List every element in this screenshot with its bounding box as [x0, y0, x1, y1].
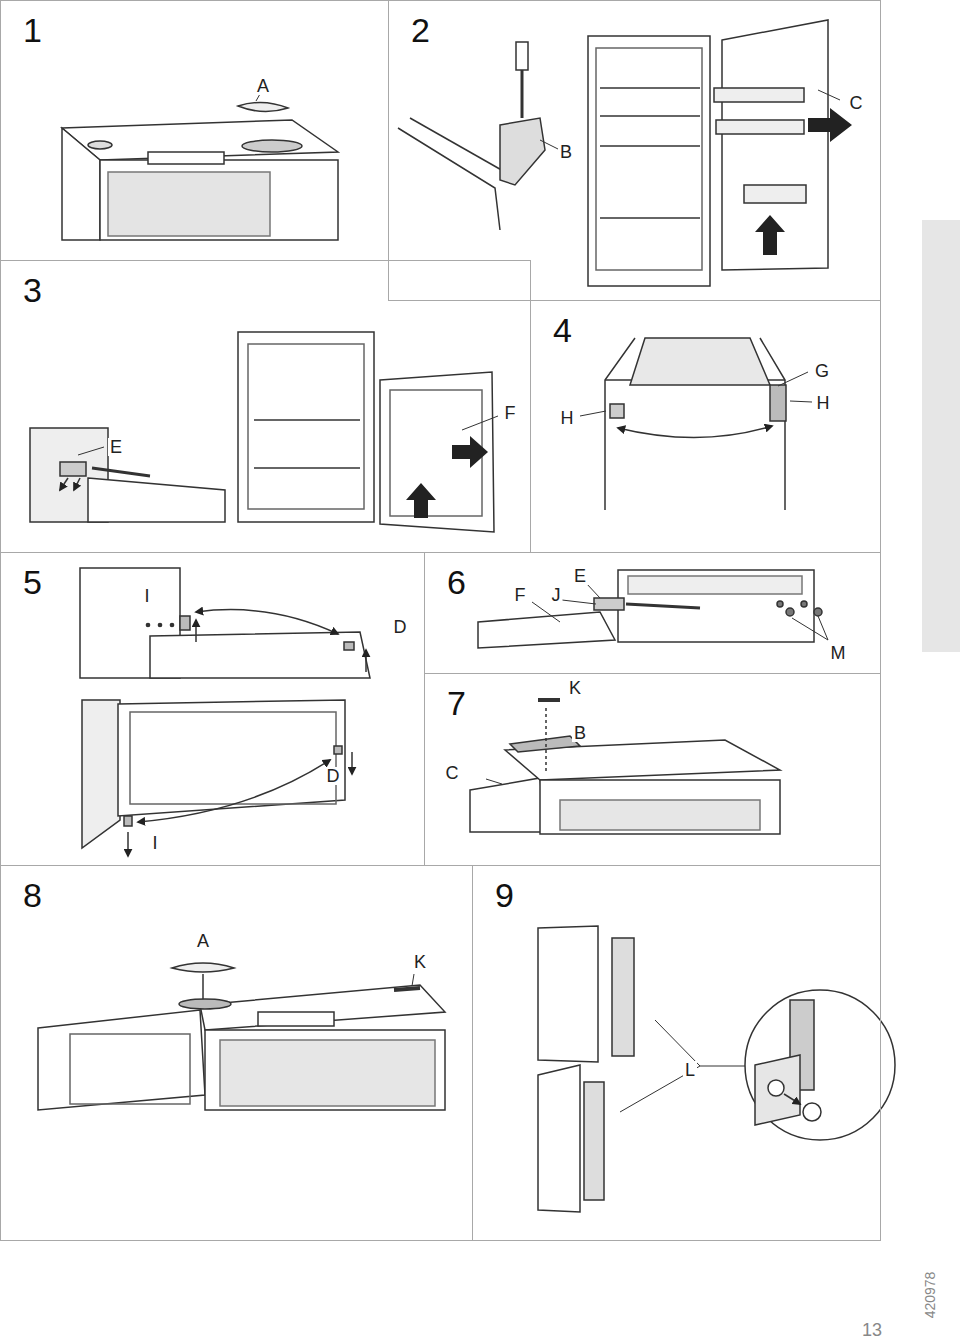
part-letter: I	[142, 587, 151, 605]
part-letter: A	[195, 932, 211, 950]
step-number: 2	[389, 1, 880, 47]
step-number: 4	[531, 301, 880, 347]
step-number: 8	[1, 866, 472, 912]
step-panel: 1	[0, 0, 389, 261]
part-letter: A	[255, 77, 271, 95]
part-letter: B	[572, 724, 588, 742]
part-letter: M	[829, 644, 848, 662]
part-letter: H	[559, 409, 576, 427]
step-panel: 2	[388, 0, 881, 301]
side-tab	[922, 220, 960, 652]
part-letter: D	[325, 767, 342, 785]
part-letter: K	[412, 953, 428, 971]
part-letter: G	[813, 362, 831, 380]
part-letter: F	[503, 404, 518, 422]
part-letter: K	[567, 679, 583, 697]
line-art	[30, 20, 895, 1212]
page-note: 13	[860, 1321, 884, 1339]
step-panel: 5	[0, 552, 425, 866]
step-panel: 4	[530, 300, 881, 553]
part-letter: D	[392, 618, 409, 636]
step-panel: 8	[0, 865, 473, 1241]
part-letter: E	[572, 567, 588, 585]
part-letter: H	[815, 394, 832, 412]
part-letter: B	[558, 143, 574, 161]
direction-arrows	[406, 108, 852, 518]
step-panel: 7	[424, 673, 881, 866]
step-number: 5	[1, 553, 424, 599]
part-letter: J	[550, 586, 563, 604]
part-letter: L	[683, 1061, 697, 1079]
part-letter: C	[444, 764, 461, 782]
step-panel: 9	[472, 865, 881, 1241]
step-number: 6	[425, 553, 880, 599]
part-letter: C	[848, 94, 865, 112]
step-number: 1	[1, 1, 388, 47]
part-letter: E	[108, 438, 124, 456]
part-letter: I	[150, 834, 159, 852]
step-number: 7	[425, 674, 880, 720]
part-letter: F	[513, 586, 528, 604]
page-note: 420978	[923, 1270, 937, 1321]
step-panel: 6	[424, 552, 881, 674]
step-number: 3	[1, 261, 530, 307]
step-number: 9	[473, 866, 880, 912]
step-panel: 3	[0, 260, 531, 553]
